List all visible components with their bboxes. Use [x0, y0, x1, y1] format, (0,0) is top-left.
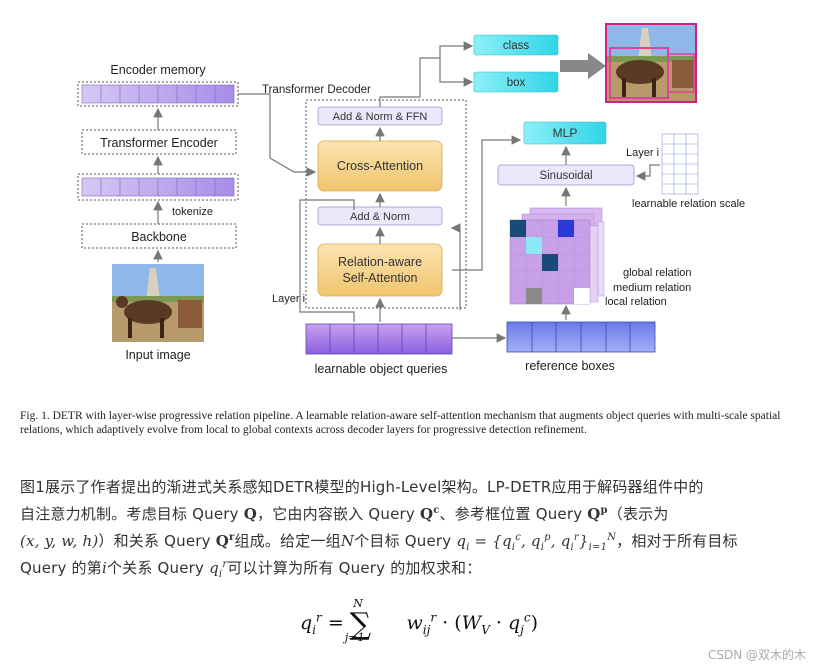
layer-i-right-label: Layer i — [626, 147, 659, 159]
decoder-arrows — [299, 41, 522, 322]
architecture-figure: Encoder memory Transformer Encoder token… — [77, 23, 745, 376]
tokenize-label: tokenize — [172, 206, 213, 218]
paragraph-line-3: (x, y, w, h)）和关系 Query Qr组成。给定一组N个目标 Que… — [20, 530, 810, 553]
transformer-encoder-box — [81, 129, 237, 155]
local-relation-label: local relation — [605, 296, 667, 308]
global-relation-label: global relation — [623, 267, 692, 279]
relation-matrices — [509, 207, 605, 305]
paragraph-text: 个关系 Query — [106, 559, 210, 577]
paragraph-text: 图1展示了作者提出的渐进式关系感知DETR模型的High-Level架构。LP-… — [20, 478, 704, 496]
cross-attention-label: Cross-Attention — [337, 159, 423, 173]
transformer-encoder-label: Transformer Encoder — [100, 136, 218, 150]
figure-caption: Fig. 1. DETR with layer-wise progressive… — [20, 410, 781, 436]
paragraph-text: ，它由内容嵌入 Query — [257, 505, 420, 523]
paragraph-text: ，相对于所有目标 — [616, 532, 738, 550]
backbone-label: Backbone — [131, 230, 187, 244]
paragraph-line-1: 图1展示了作者提出的渐进式关系感知DETR模型的High-Level架构。LP-… — [20, 476, 810, 497]
transformer-decoder-label: Transformer Decoder — [262, 84, 371, 96]
medium-relation-label: medium relation — [613, 282, 691, 294]
reference-box-cells — [506, 321, 656, 353]
token-cells — [81, 177, 235, 197]
sinusoidal-label: Sinusoidal — [539, 170, 592, 182]
learnable-relation-scale-grid — [661, 133, 699, 195]
math-qp: Qp — [587, 505, 608, 523]
paragraph-text: （表示为 — [607, 505, 669, 523]
paragraph-text: ）和关系 Query — [98, 532, 216, 550]
box-label: box — [507, 77, 526, 89]
paragraph-text: 个目标 Query — [354, 532, 457, 550]
math-q: Q — [243, 505, 258, 523]
paragraph-text: 、参考框位置 Query — [439, 505, 588, 523]
relation-arrows — [452, 145, 660, 343]
paragraph-line-4: Query 的第i个关系 Query qir可以计算为所有 Query 的加权求… — [20, 557, 810, 580]
paragraph-text: Query 的第 — [20, 559, 102, 577]
mlp-label: MLP — [553, 126, 578, 140]
self-attention-label: Self-Attention — [342, 271, 417, 285]
class-label: class — [503, 40, 529, 52]
math-i: i — [101, 559, 107, 577]
relation-aware-self-attention-box — [317, 243, 443, 297]
math-qi-set: qi = {qic, qip, qir}i=1N — [456, 532, 617, 553]
reference-boxes-label: reference boxes — [525, 359, 615, 373]
mlp-box — [523, 121, 607, 145]
math-n: N — [340, 532, 355, 550]
math-xywh: (x, y, w, h) — [20, 532, 99, 550]
encoder-memory-cells — [81, 84, 235, 104]
encoder-memory-label: Encoder memory — [110, 63, 206, 77]
input-image-label: Input image — [125, 348, 190, 362]
output-image — [605, 23, 697, 103]
layer-i-left-label: Layer i — [272, 293, 305, 305]
learnable-relation-scale-label: learnable relation scale — [632, 198, 745, 210]
input-image — [112, 264, 204, 342]
paragraph-text: 组成。给定一组 — [234, 532, 341, 550]
paragraph-text: 可以计算为所有 Query 的加权求和： — [227, 559, 482, 577]
add-norm-label: Add & Norm — [350, 211, 410, 223]
object-query-cells — [305, 323, 453, 355]
add-norm-ffn-label: Add & Norm & FFN — [333, 111, 428, 123]
box-head-box — [473, 71, 559, 93]
paragraph-text: 自注意力机制。考虑目标 Query — [20, 505, 244, 523]
math-qr: Qr — [215, 532, 235, 550]
encoder-arrows — [153, 93, 317, 262]
math-qc: Qc — [419, 505, 440, 523]
output-arrow — [560, 53, 606, 79]
math-qir: qir — [209, 559, 228, 580]
paragraph-line-2: 自注意力机制。考虑目标 Query Q，它由内容嵌入 Query Qc、参考框位… — [20, 503, 810, 524]
relation-formula: qir = ∑Nj=1 wijr · (WV · qjc) — [300, 597, 539, 644]
learnable-object-queries-label: learnable object queries — [315, 362, 448, 376]
relation-aware-label: Relation-aware — [338, 255, 422, 269]
csdn-watermark: CSDN @双木的木 — [707, 648, 806, 662]
backbone-box — [81, 223, 237, 249]
class-head-box — [473, 34, 559, 56]
decoder-layer-box — [305, 99, 467, 309]
